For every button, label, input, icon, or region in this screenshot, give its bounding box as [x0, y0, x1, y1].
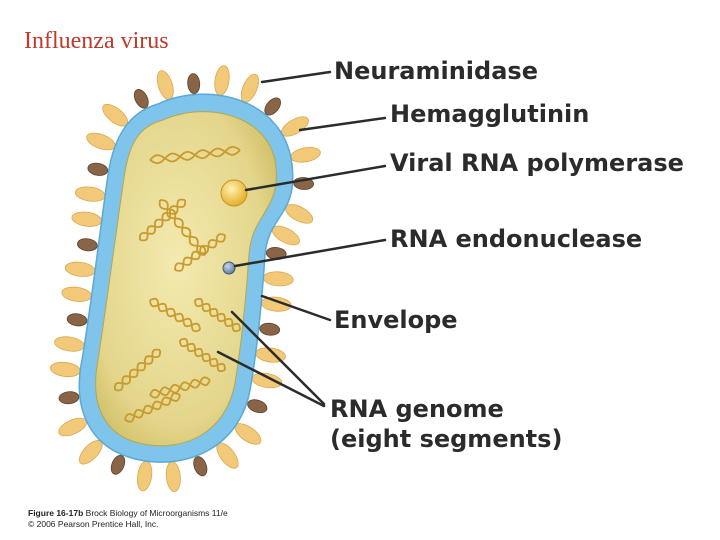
- neuraminidase-spike: [77, 238, 98, 252]
- hemagglutinin-spike: [64, 261, 96, 277]
- rna-segment-strand: [159, 199, 206, 256]
- leader-line-envelope: [260, 294, 332, 322]
- hemagglutinin-spike: [156, 70, 174, 100]
- hemagglutinin-spike: [54, 336, 85, 352]
- label-rna-endonuclease: RNA endonuclease: [390, 225, 643, 253]
- hemagglutinin-spike: [61, 286, 92, 302]
- hemagglutinin-spike: [251, 372, 283, 389]
- label-rna-genome: RNA genome: [330, 395, 504, 423]
- hemagglutinin-spike: [136, 460, 153, 492]
- hemagglutinin-spike: [74, 186, 106, 202]
- hemagglutinin-spike: [290, 146, 321, 163]
- rna-segment-strand: [124, 394, 181, 421]
- neuraminidase-spike: [193, 456, 208, 477]
- neuraminidase-spike: [187, 73, 201, 94]
- rna-segment-strand: [194, 297, 241, 333]
- rna-segment-strand: [149, 379, 211, 396]
- neuraminidase-spike: [66, 313, 88, 327]
- leader-line-polymerase: [244, 164, 387, 192]
- rna-segment-strand: [113, 349, 162, 391]
- rna-segment-strand: [179, 337, 226, 373]
- label-hemagglutinin: Hemagglutinin: [390, 100, 590, 128]
- rna-segment-strand: [149, 297, 201, 333]
- figure-number: Figure 16-17b: [28, 508, 84, 518]
- viral-rna-polymerase: [220, 179, 248, 207]
- leader-line-genome-2: [216, 350, 326, 408]
- figure-caption: Figure 16-17b Brock Biology of Microorga…: [28, 508, 228, 530]
- rna-segment-strand: [138, 199, 187, 241]
- rna-endonuclease: [222, 261, 236, 275]
- rna-segment-strand: [149, 147, 241, 163]
- hemagglutinin-spike: [86, 132, 116, 151]
- hemagglutinin-spike: [240, 73, 259, 103]
- page-title: Influenza virus: [24, 28, 169, 54]
- label-envelope: Envelope: [334, 306, 458, 334]
- neuraminidase-spike: [264, 97, 282, 116]
- hemagglutinin-spike: [262, 271, 294, 287]
- neuraminidase-spike: [133, 89, 149, 109]
- label-neuraminidase: Neuraminidase: [334, 57, 538, 85]
- hemagglutinin-spike: [214, 65, 230, 96]
- hemagglutinin-spike: [71, 211, 103, 227]
- leader-line-hemagglutinin: [298, 116, 387, 132]
- rna-segment-strand: [174, 234, 226, 271]
- book-title: Brock Biology of Microorganisms 11/e: [85, 508, 228, 518]
- leader-line-neuraminidase: [260, 70, 332, 84]
- leader-lines: [216, 70, 387, 408]
- neuraminidase-spike: [247, 399, 268, 414]
- neuraminidase-spike: [259, 322, 281, 336]
- label-viral-rna-polymerase: Viral RNA polymerase: [390, 149, 684, 177]
- neuraminidase-spike: [87, 162, 109, 176]
- neuraminidase-spike: [110, 454, 126, 475]
- hemagglutinin-spike: [58, 417, 88, 437]
- rna-genome-segments: [113, 145, 241, 423]
- hemagglutinin-spike: [165, 461, 181, 492]
- copyright-line: © 2006 Pearson Prentice Hall, Inc.: [28, 519, 159, 529]
- surface-spikes: [49, 65, 321, 492]
- leader-line-genome-1: [230, 310, 326, 406]
- hemagglutinin-spike: [49, 361, 81, 378]
- leader-line-endonuclease: [233, 238, 387, 268]
- label-eight-segments: (eight segments): [330, 425, 563, 453]
- neuraminidase-spike: [58, 391, 80, 405]
